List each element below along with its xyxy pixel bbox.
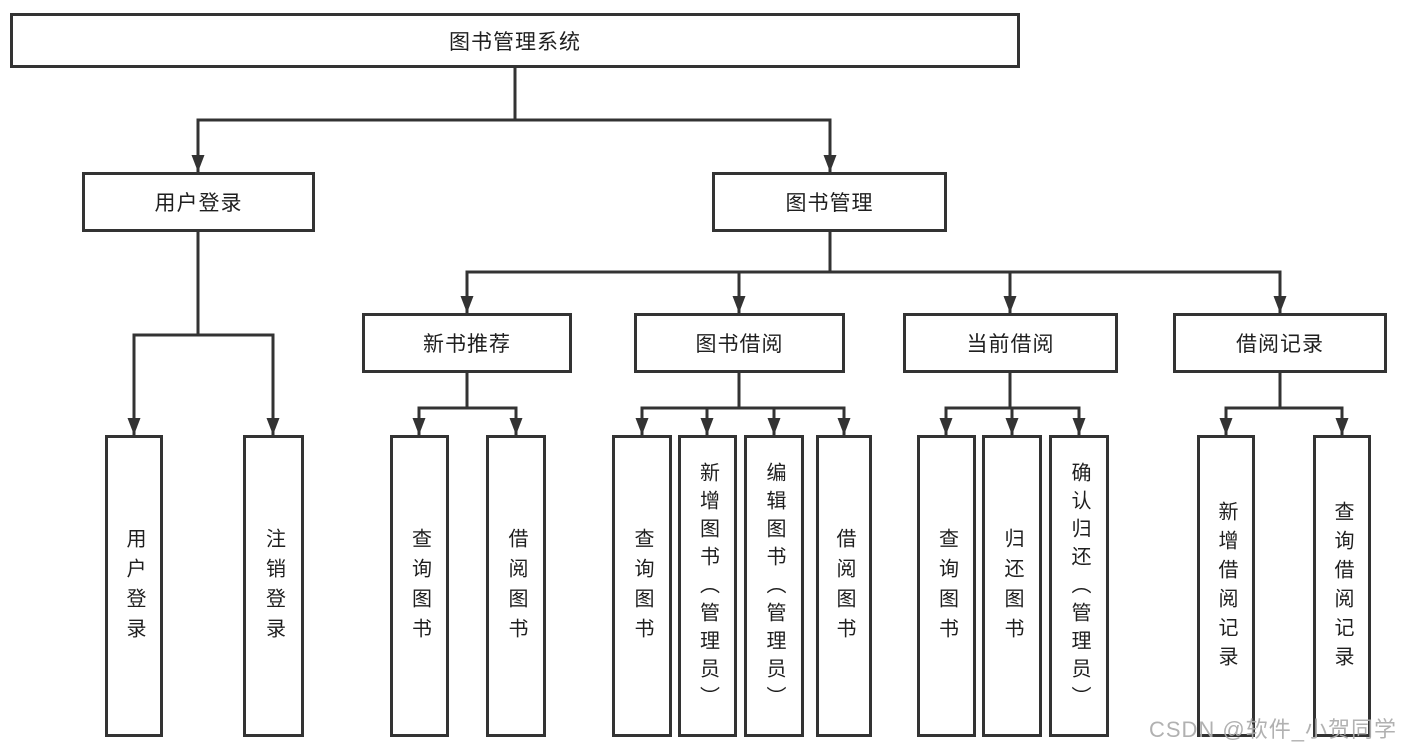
node-book-borrowing: 图书借阅: [634, 313, 845, 373]
leaf-query-books: 查询图书: [917, 435, 976, 737]
node-current-borrowing: 当前借阅: [903, 313, 1118, 373]
leaf-user-login: 用户登录: [105, 435, 163, 737]
leaf-return-books: 归还图书: [982, 435, 1042, 737]
leaf-logout: 注销登录: [243, 435, 304, 737]
leaf-add-borrow-record: 新增借阅记录: [1197, 435, 1255, 737]
leaf-edit-books-admin: 编辑图书（管理员）: [744, 435, 804, 737]
leaf-borrow-books: 借阅图书: [816, 435, 872, 737]
leaf-query-borrow-record: 查询借阅记录: [1313, 435, 1371, 737]
leaf-query-books: 查询图书: [612, 435, 672, 737]
leaf-add-books-admin: 新增图书（管理员）: [678, 435, 737, 737]
node-new-book-recommendation: 新书推荐: [362, 313, 572, 373]
leaf-query-books: 查询图书: [390, 435, 449, 737]
node-user-login: 用户登录: [82, 172, 315, 232]
csdn-watermark: CSDN @软件_小贺同学: [1148, 717, 1397, 742]
leaf-confirm-return-admin: 确认归还（管理员）: [1049, 435, 1109, 737]
node-borrowing-records: 借阅记录: [1173, 313, 1387, 373]
node-book-management: 图书管理: [712, 172, 947, 232]
node-library-system: 图书管理系统: [10, 13, 1020, 68]
leaf-borrow-books: 借阅图书: [486, 435, 546, 737]
